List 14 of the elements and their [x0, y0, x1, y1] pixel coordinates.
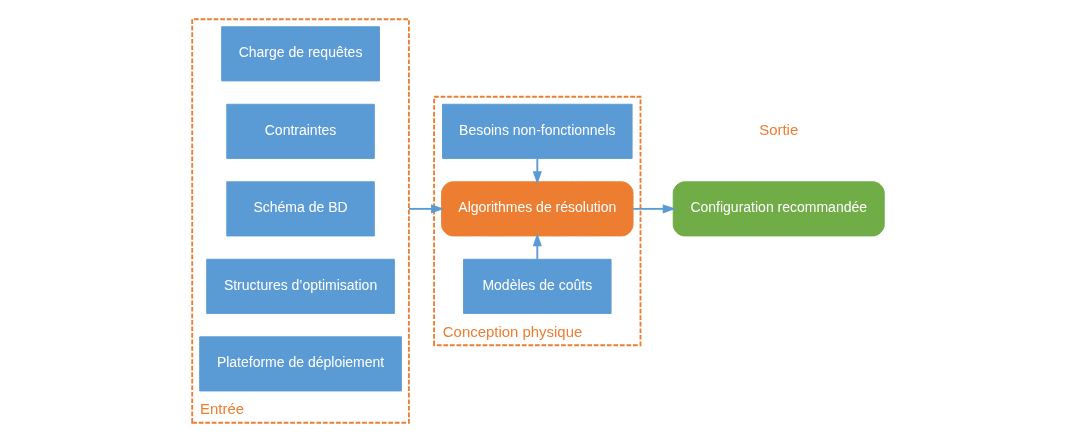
node-box: Configuration recommandée	[672, 181, 885, 237]
node-box: Contraintes	[225, 103, 375, 159]
node-box: Structures d’optimisation	[205, 258, 395, 314]
arrow	[532, 157, 542, 185]
node-box: Charge de requêtes	[220, 26, 380, 82]
node-box: Algorithmes de résolution	[440, 181, 633, 237]
node-box: Besoins non-fonctionnels	[441, 103, 633, 159]
node-box: Schéma de BD	[225, 181, 375, 237]
arrow	[631, 204, 676, 214]
label: Sortie	[758, 120, 798, 138]
arrow	[407, 204, 444, 214]
node-box: Modèles de coûts	[462, 258, 612, 314]
node-box: Plateforme de déploiement	[198, 336, 402, 392]
arrow	[532, 233, 542, 261]
